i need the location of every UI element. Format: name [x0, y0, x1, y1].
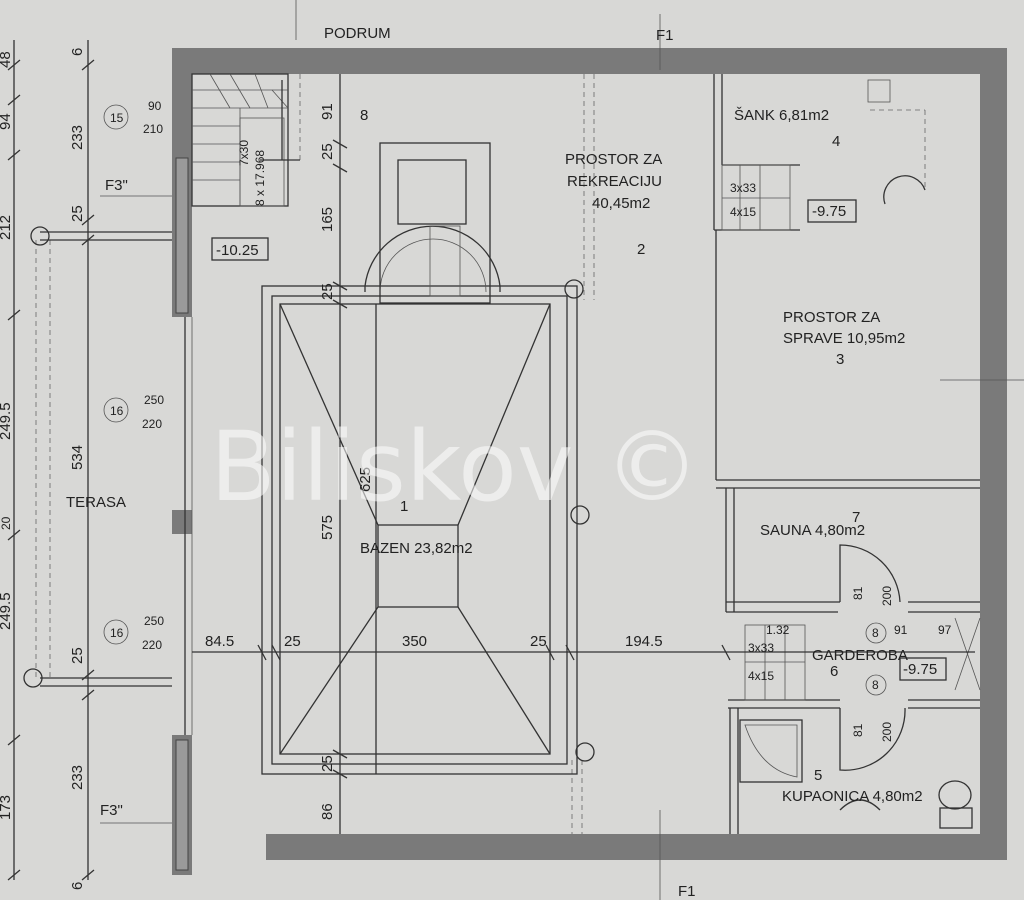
opening-16b-height: 220 — [142, 638, 162, 652]
dim-l-12: 173 — [0, 795, 14, 820]
opening-8a-width: 81 — [851, 586, 865, 600]
room-recreation-name2: REKREACIJU — [567, 173, 662, 190]
dim-v-6: 25 — [319, 755, 336, 772]
dim-v-3: 25 — [319, 283, 336, 300]
room-equipment-number: 3 — [836, 351, 844, 368]
stair-rise-wardrobe: 4x15 — [748, 669, 774, 683]
opening-8b-width: 81 — [851, 723, 865, 737]
level-boxes — [211, 199, 947, 681]
dim-v-7: 86 — [319, 803, 336, 820]
dim-l-11: 233 — [69, 765, 86, 790]
room-sauna-name: SAUNA 4,80m2 — [760, 522, 865, 539]
dim-h-4: 194.5 — [625, 633, 663, 650]
dim-l-3: 233 — [69, 125, 86, 150]
grid-label-left-top: F3" — [105, 177, 128, 194]
stair-rise-bar: 4x15 — [730, 205, 756, 219]
opening-8a-height: 200 — [880, 586, 894, 606]
opening-16a-id: 16 — [110, 404, 124, 418]
dim-h-0: 84.5 — [205, 633, 234, 650]
room-bathroom-number: 5 — [814, 767, 822, 784]
opening-15-height: 210 — [143, 122, 163, 136]
grid-label-bottom: F1 — [678, 883, 696, 900]
dim-l-5: 25 — [69, 205, 86, 222]
room-terrace-name: TERASA — [66, 494, 126, 511]
dim-v-2: 165 — [319, 207, 336, 232]
level-wardrobe: -9.75 — [903, 661, 937, 678]
opening-16b-width: 250 — [144, 614, 164, 628]
fixtures — [739, 79, 981, 829]
opening-15-width: 90 — [148, 99, 162, 113]
room-recreation-name1: PROSTOR ZA — [565, 151, 662, 168]
room-pool-number: 1 — [400, 498, 408, 515]
opening-8a-id: 8 — [872, 626, 879, 640]
dim-l-6: 249.5 — [0, 402, 14, 440]
room-wardrobe-number: 6 — [830, 663, 838, 680]
terrace-railing — [23, 226, 172, 688]
grid-label-top: F1 — [656, 27, 674, 44]
stair-rise-main: 8 x 17.968 — [253, 150, 267, 206]
room-recreation-area: 40,45m2 — [592, 195, 650, 212]
dim-l-4: 212 — [0, 215, 14, 240]
dim-h-7: 97 — [938, 623, 952, 637]
exterior-walls — [172, 48, 1007, 875]
bar-stair: 3x33 4x15 — [721, 164, 791, 231]
stair-count-wardrobe: 3x33 — [748, 641, 774, 655]
watermark: Biliskov © — [210, 411, 700, 523]
opening-16b-id: 16 — [110, 626, 124, 640]
opening-16a-height: 220 — [142, 417, 162, 431]
opening-tags — [103, 104, 887, 696]
door-swings — [260, 159, 906, 771]
pool — [261, 142, 595, 775]
room-bathroom-name: KUPAONICA 4,80m2 — [782, 788, 923, 805]
stair-count-main: 7x30 — [237, 140, 251, 166]
dim-l-8: 20 — [0, 516, 13, 530]
room-recreation-number: 2 — [637, 241, 645, 258]
dim-l-13: 6 — [69, 882, 86, 890]
dim-l-0: 48 — [0, 51, 14, 68]
dashed-overlays — [35, 74, 926, 834]
dimension-lines — [7, 0, 1024, 900]
room-sauna-number: 7 — [852, 509, 860, 526]
grid-label-left-bottom: F3" — [100, 802, 123, 819]
dim-l-10: 25 — [69, 647, 86, 664]
dim-l-1: 6 — [69, 48, 86, 56]
level-bar: -9.75 — [812, 203, 846, 220]
room-bar-number: 4 — [832, 133, 840, 150]
room-bar-name: ŠANK 6,81m2 — [734, 107, 829, 124]
dim-v-5: 575 — [319, 515, 336, 540]
dim-v-4: 625 — [357, 467, 374, 492]
opening-15-id: 15 — [110, 111, 124, 125]
dim-h-3: 25 — [530, 633, 547, 650]
room-stair-number: 8 — [360, 107, 368, 124]
level-label: PODRUM — [324, 25, 391, 42]
dim-v-1: 25 — [319, 143, 336, 160]
room-equipment-name2: SPRAVE 10,95m2 — [783, 330, 905, 347]
dim-l-2: 94 — [0, 113, 14, 130]
opening-16a-width: 250 — [144, 393, 164, 407]
opening-8b-height: 200 — [880, 722, 894, 742]
dim-h-2: 350 — [402, 633, 427, 650]
main-stair: 7x30 8 x 17.968 — [191, 73, 289, 207]
opening-8b-id: 8 — [872, 678, 879, 692]
room-wardrobe-name: GARDEROBA — [812, 647, 908, 664]
level-main: -10.25 — [216, 242, 259, 259]
stair-count-bar: 3x33 — [730, 181, 756, 195]
dim-l-7: 534 — [69, 445, 86, 470]
dim-h-1: 25 — [284, 633, 301, 650]
room-pool-name: BAZEN 23,82m2 — [360, 540, 473, 557]
dim-v-0: 91 — [319, 103, 336, 120]
room-equipment-name1: PROSTOR ZA — [783, 309, 880, 326]
dim-l-9: 249.5 — [0, 592, 14, 630]
dim-h-5: 1.32 — [766, 623, 790, 637]
dim-h-6: 91 — [894, 623, 908, 637]
